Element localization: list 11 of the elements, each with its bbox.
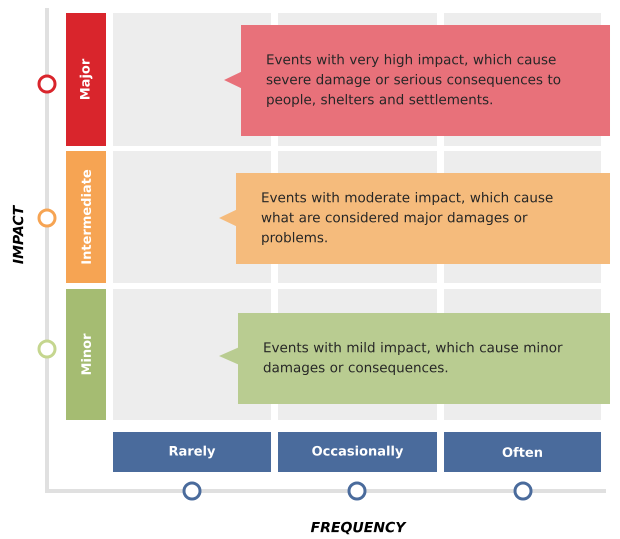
impact-level-bar: Major: [66, 13, 106, 146]
callout-box: Events with moderate impact, which cause what are considered major damages or problems.: [219, 173, 610, 264]
axis-title: IMPACT: [12, 204, 24, 264]
callout-box: Events with mild impact, which cause minor damages or consequences.: [219, 313, 610, 404]
impact-level-bar: Minor: [66, 289, 106, 420]
impact-level-bar: Intermediate: [66, 151, 106, 283]
callout-box: Events with very high impact, which cause severe damage or serious consequences to people, shelters and settlements.: [224, 25, 610, 136]
frequency-bar: Rarely: [113, 432, 271, 472]
axis-title: FREQUENCY: [310, 522, 407, 534]
frequency-bar: Often: [444, 432, 601, 472]
frequency-bar: Occasionally: [278, 432, 437, 472]
